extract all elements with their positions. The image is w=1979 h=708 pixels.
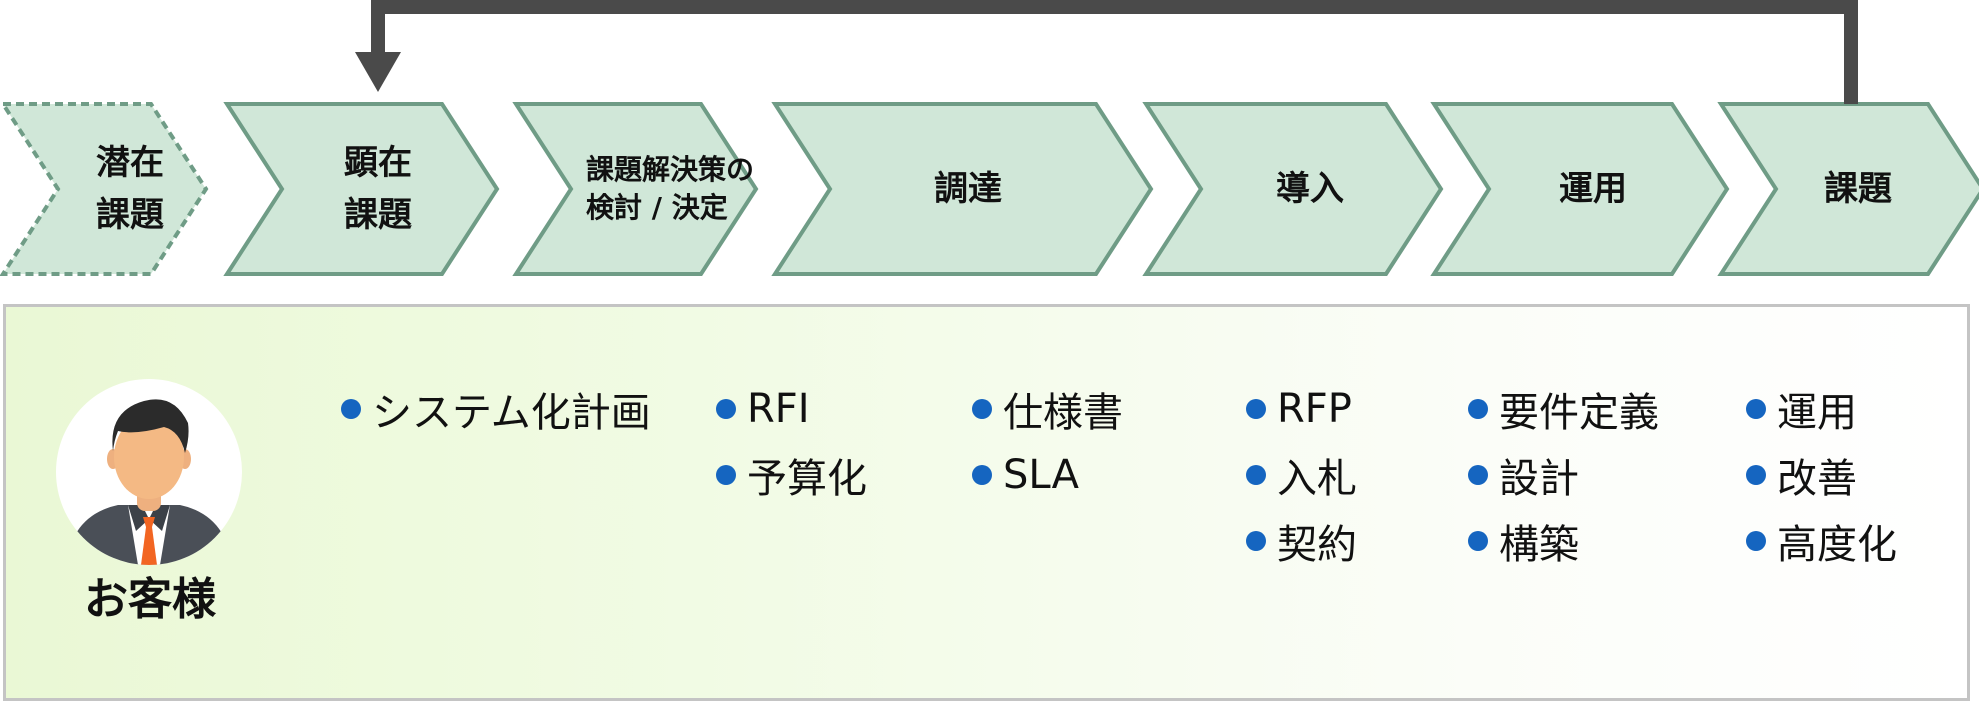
bullet-icon: [1746, 531, 1766, 551]
step-solution-label: 課題解決策の 検討 / 決定: [585, 153, 754, 224]
chevron-step-procurement: [771, 102, 1154, 276]
chevron-step-issue: [1717, 102, 1979, 276]
list-item: システム化計画: [341, 376, 651, 442]
list-item-label: 構築: [1499, 522, 1579, 568]
activity-column-planning: システム化計画: [341, 376, 651, 442]
bullet-icon: [716, 399, 736, 419]
bullet-icon: [1746, 465, 1766, 485]
list-item: 予算化: [716, 442, 867, 508]
activity-column-budget: RFI 予算化: [716, 376, 867, 508]
list-item: 入札: [1246, 442, 1357, 508]
bullet-icon: [1468, 465, 1488, 485]
step-introduction-label: 導入: [1276, 169, 1344, 209]
feedback-loop-arrow: [355, 0, 1858, 104]
list-item-label: RFP: [1277, 386, 1352, 432]
chevron-group: [0, 102, 1979, 276]
bullet-icon: [1246, 465, 1266, 485]
activity-column-introduction: 要件定義 設計 構築: [1468, 376, 1659, 574]
list-item: 設計: [1468, 442, 1659, 508]
list-item-label: 入札: [1277, 456, 1357, 502]
bullet-icon: [1246, 531, 1266, 551]
bullet-icon: [1746, 399, 1766, 419]
list-item: 仕様書: [972, 376, 1123, 442]
list-item: 契約: [1246, 508, 1357, 574]
bullet-icon: [1468, 531, 1488, 551]
chevron-step-introduction: [1142, 102, 1444, 276]
chevron-step-latent: [0, 102, 209, 276]
list-item-label: SLA: [1003, 452, 1079, 498]
list-item-label: 高度化: [1777, 522, 1897, 568]
list-item-label: 予算化: [747, 456, 867, 502]
list-item: SLA: [972, 442, 1123, 508]
feedback-arrowhead-icon: [355, 52, 401, 92]
list-item-label: 運用: [1777, 390, 1857, 436]
list-item: 構築: [1468, 508, 1659, 574]
businessman-avatar-icon: [56, 379, 242, 565]
list-item: RFI: [716, 376, 867, 442]
list-item: RFP: [1246, 376, 1357, 442]
list-item-label: 要件定義: [1499, 390, 1659, 436]
chevron-step-solution: [512, 102, 759, 276]
list-item-label: RFI: [747, 386, 810, 432]
activity-column-operation: 運用 改善 高度化: [1746, 376, 1897, 574]
list-item-label: 設計: [1499, 456, 1579, 502]
chevron-step-manifest: [223, 102, 500, 276]
bullet-icon: [972, 399, 992, 419]
step-procurement-label: 調達: [934, 169, 1002, 209]
step-latent-label: 潜在 課題: [96, 143, 164, 235]
bullet-icon: [1468, 399, 1488, 419]
customer-activity-panel: [3, 304, 1970, 701]
activity-column-specification: 仕様書 SLA: [972, 376, 1123, 508]
list-item: 高度化: [1746, 508, 1897, 574]
list-item: 改善: [1746, 442, 1897, 508]
step-operation-label: 運用: [1559, 169, 1627, 209]
bullet-icon: [1246, 399, 1266, 419]
step-manifest-label: 顕在 課題: [344, 143, 412, 235]
feedback-loop-line: [371, 0, 1858, 104]
list-item-label: 改善: [1777, 456, 1857, 502]
bullet-icon: [972, 465, 992, 485]
list-item: 運用: [1746, 376, 1897, 442]
list-item-label: システム化計画: [372, 390, 651, 436]
list-item-label: 契約: [1277, 522, 1357, 568]
bullet-icon: [341, 399, 361, 419]
list-item: 要件定義: [1468, 376, 1659, 442]
step-issue-label: 課題: [1824, 169, 1892, 209]
list-item-label: 仕様書: [1003, 390, 1123, 436]
customer-label: お客様: [84, 574, 216, 625]
bullet-icon: [716, 465, 736, 485]
chevron-step-operation: [1430, 102, 1730, 276]
activity-column-procurement: RFP 入札 契約: [1246, 376, 1357, 574]
